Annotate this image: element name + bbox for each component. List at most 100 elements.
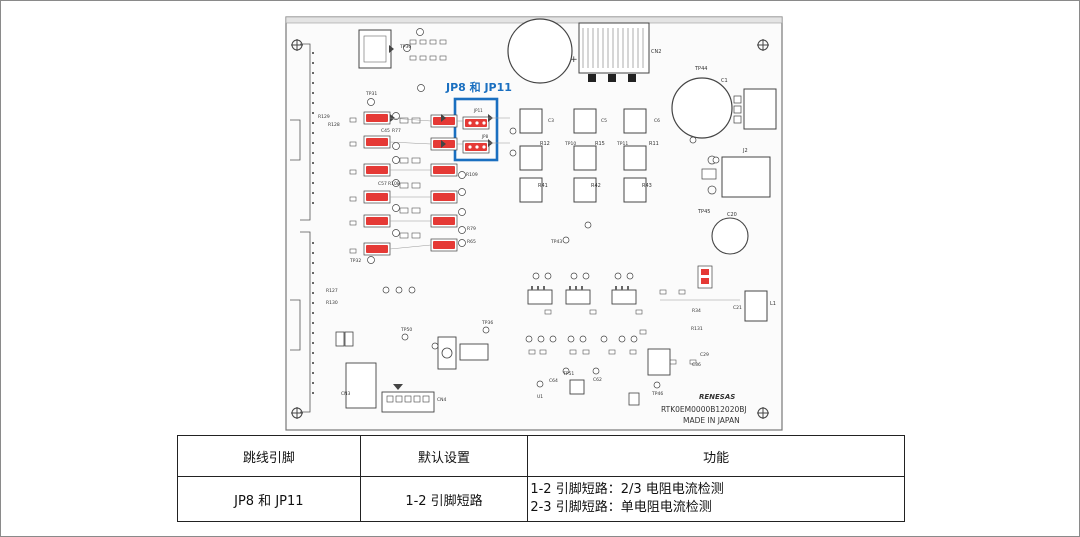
label-c45: C45	[381, 128, 390, 134]
test-points-center	[509, 127, 720, 244]
label-jp11: JP11	[473, 108, 483, 113]
svg-text:+: +	[570, 55, 578, 65]
cell-jumper-pin: JP8 和 JP11	[177, 476, 361, 522]
header-default-setting: 默认设置	[359, 435, 529, 477]
pcb-traces	[389, 117, 740, 301]
header-jumper-pin: 跳线引脚	[177, 435, 361, 477]
jumper-mid-4	[430, 190, 458, 204]
label-j2: J2	[742, 148, 748, 154]
label-c57: C57	[378, 181, 387, 187]
label-tp36: TP36	[481, 320, 493, 326]
label-c3: C3	[548, 118, 554, 124]
regulator	[437, 336, 489, 370]
cn2-ridges	[582, 28, 644, 68]
cell-default-setting: 1-2 引脚短路	[359, 476, 529, 522]
label-r79: R79	[467, 226, 476, 232]
ic-small	[628, 392, 640, 406]
jumper-mid-6	[430, 238, 458, 252]
jumper-jp14	[363, 214, 391, 228]
jumper-jp8	[462, 140, 490, 154]
cn4-pins	[386, 395, 430, 403]
left-connector-upper	[290, 43, 311, 221]
label-cn4: CN4	[437, 397, 447, 403]
silkscreen-made-in: MADE IN JAPAN	[683, 416, 740, 425]
connector-j2	[721, 156, 771, 198]
label-tp46: TP46	[651, 391, 663, 397]
label-r77: R77	[392, 128, 401, 134]
label-r130: R130	[326, 300, 338, 306]
label-r15: R15	[595, 141, 605, 147]
capacitor-c2	[507, 18, 573, 84]
label-cn3: CN3	[341, 391, 351, 397]
top-left-ic-inner	[363, 35, 387, 63]
jumper-settings-table: 跳线引脚 默认设置 功能 JP8 和 JP11 1-2 引脚短路 1-2 引脚短…	[177, 435, 905, 522]
label-r41: R41	[538, 183, 548, 189]
table-row: JP8 和 JP11 1-2 引脚短路 1-2 引脚短路：2/3 电阻电流检测 …	[177, 476, 905, 522]
label-tp11: TP11	[616, 141, 628, 147]
label-c62: C62	[593, 377, 602, 383]
jumper-jp11	[462, 116, 490, 130]
label-r127: R127	[326, 288, 338, 294]
jumper-mid-5	[430, 214, 458, 228]
mounting-hole	[757, 39, 769, 51]
jumper-jp5	[363, 135, 391, 149]
label-r11: R11	[649, 141, 659, 147]
function-line-1: 1-2 引脚短路：2/3 电阻电流检测	[530, 482, 724, 497]
capacitor-c20	[711, 217, 749, 255]
label-tp44: TP44	[694, 66, 707, 72]
callout-frame	[453, 97, 499, 162]
label-c20: C20	[727, 212, 737, 218]
ic-u1	[569, 379, 585, 395]
label-r128: R128	[328, 122, 340, 128]
label-r12: R12	[540, 141, 550, 147]
cn4-arrow	[393, 384, 403, 390]
label-u1: U1	[537, 394, 543, 400]
label-tp51: TP51	[562, 371, 574, 377]
test-points-bottom-left	[382, 286, 490, 350]
label-r43: R43	[642, 183, 652, 189]
label-tp31: TP31	[365, 91, 377, 97]
callout-label: JP8 和 JP11	[446, 81, 512, 94]
label-tp45: TP45	[697, 209, 710, 215]
mounting-hole	[291, 407, 303, 419]
label-tp32: TP32	[349, 258, 361, 264]
mounting-hole	[757, 407, 769, 419]
label-c36: C36	[692, 362, 701, 368]
connector-cn2	[578, 22, 650, 74]
label-r108: R108	[388, 181, 400, 187]
label-cn2: CN2	[651, 49, 661, 55]
jumper-mid-3	[430, 163, 458, 177]
inductor-l1	[744, 290, 768, 322]
header-function: 功能	[527, 435, 905, 477]
j2-details	[701, 155, 717, 195]
label-tp50: TP50	[400, 327, 412, 333]
opamp-row-pins	[531, 286, 629, 290]
jumper-jp3	[363, 111, 391, 125]
label-c29: C29	[700, 352, 709, 358]
label-c5: C5	[601, 118, 607, 124]
label-c21: C21	[733, 305, 742, 311]
logo-renesas: RENESAS	[699, 393, 735, 401]
mounting-hole	[291, 39, 303, 51]
lower-test-points	[525, 272, 661, 389]
label-r131: R131	[691, 326, 703, 332]
label-l1: L1	[770, 301, 776, 307]
mosfet-pads	[519, 108, 647, 203]
cell-function: 1-2 引脚短路：2/3 电阻电流检测 2-3 引脚短路：单电阻电流检测	[527, 476, 905, 522]
label-c1: C1	[721, 78, 728, 84]
jumper-jp13	[363, 190, 391, 204]
connector-pins	[312, 52, 314, 394]
test-points-left	[367, 28, 466, 264]
silkscreen-part-number: RTK0EM0000B12020BJ	[661, 405, 747, 414]
label-tp30: TP30	[399, 44, 411, 50]
j1-pins	[733, 95, 742, 124]
lower-passives	[528, 289, 697, 365]
small-passives-left	[349, 39, 447, 254]
table-header-row: 跳线引脚 默认设置 功能	[177, 435, 905, 477]
label-jp8: JP8	[481, 134, 489, 139]
jumper-jp1	[363, 242, 391, 256]
label-c64: C64	[549, 378, 558, 384]
label-r34: R34	[692, 308, 701, 314]
label-r109: R109	[466, 172, 478, 178]
